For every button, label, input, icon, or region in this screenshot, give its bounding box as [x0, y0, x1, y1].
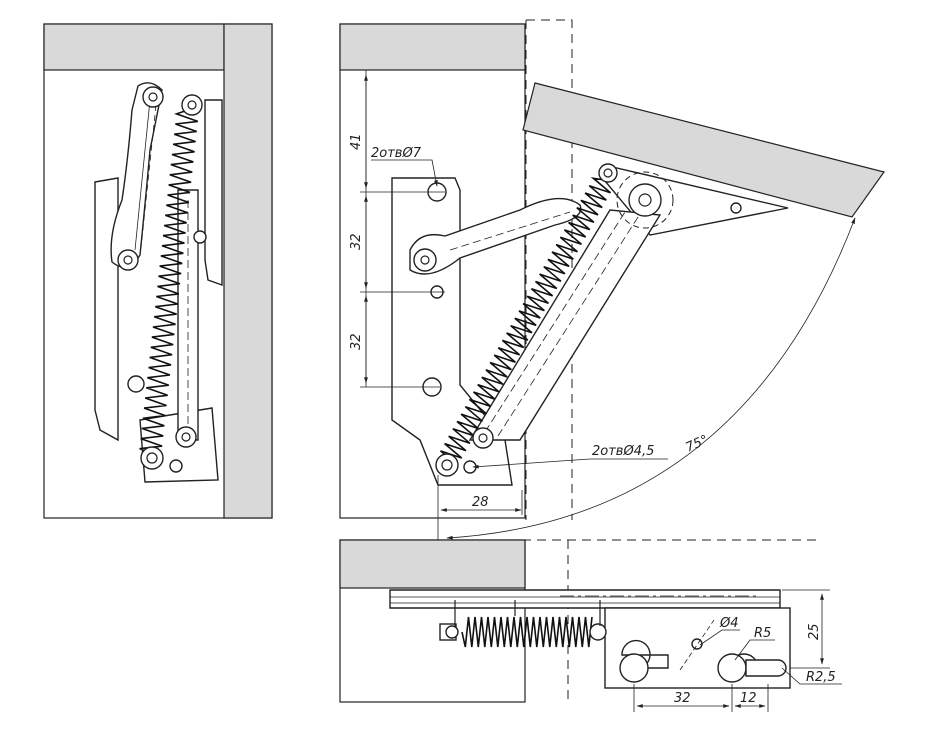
- opened-door-panel: [522, 82, 885, 218]
- dim-28: 28: [472, 495, 489, 510]
- angle-75-label: 75°: [684, 433, 711, 456]
- cabinet-top-panel: [43, 23, 225, 71]
- closed-view: [43, 23, 273, 519]
- holes-diameter-7-note: 2отвØ7: [371, 146, 422, 161]
- dim-41: 41: [349, 133, 364, 150]
- dim-32-lower: 32: [349, 333, 364, 350]
- dim-25: 25: [807, 623, 822, 640]
- radius-2-5-label: R2,5: [806, 670, 836, 685]
- dim-32-upper: 32: [349, 233, 364, 250]
- dim-32-plan: 32: [674, 691, 691, 706]
- cabinet-top-panel-open: [339, 23, 526, 71]
- cabinet-door-panel: [223, 23, 273, 519]
- cabinet-top-section: [339, 539, 526, 589]
- radius-5-label: R5: [754, 626, 771, 641]
- open-view: 41 32 32 2отвØ7 2отвØ4,5 75° 28: [339, 19, 885, 541]
- plan-plate: [389, 589, 781, 609]
- plan-view: Ø4 R5 R2,5 25 32 12: [339, 539, 842, 712]
- dia-4-label: Ø4: [719, 616, 739, 631]
- dim-12: 12: [740, 691, 757, 706]
- closed-spring: [139, 109, 199, 457]
- plan-spring: [461, 616, 593, 648]
- holes-diameter-4-5-note: 2отвØ4,5: [592, 444, 654, 459]
- closed-base-plate: [94, 177, 119, 442]
- closed-door-bracket: [204, 99, 223, 286]
